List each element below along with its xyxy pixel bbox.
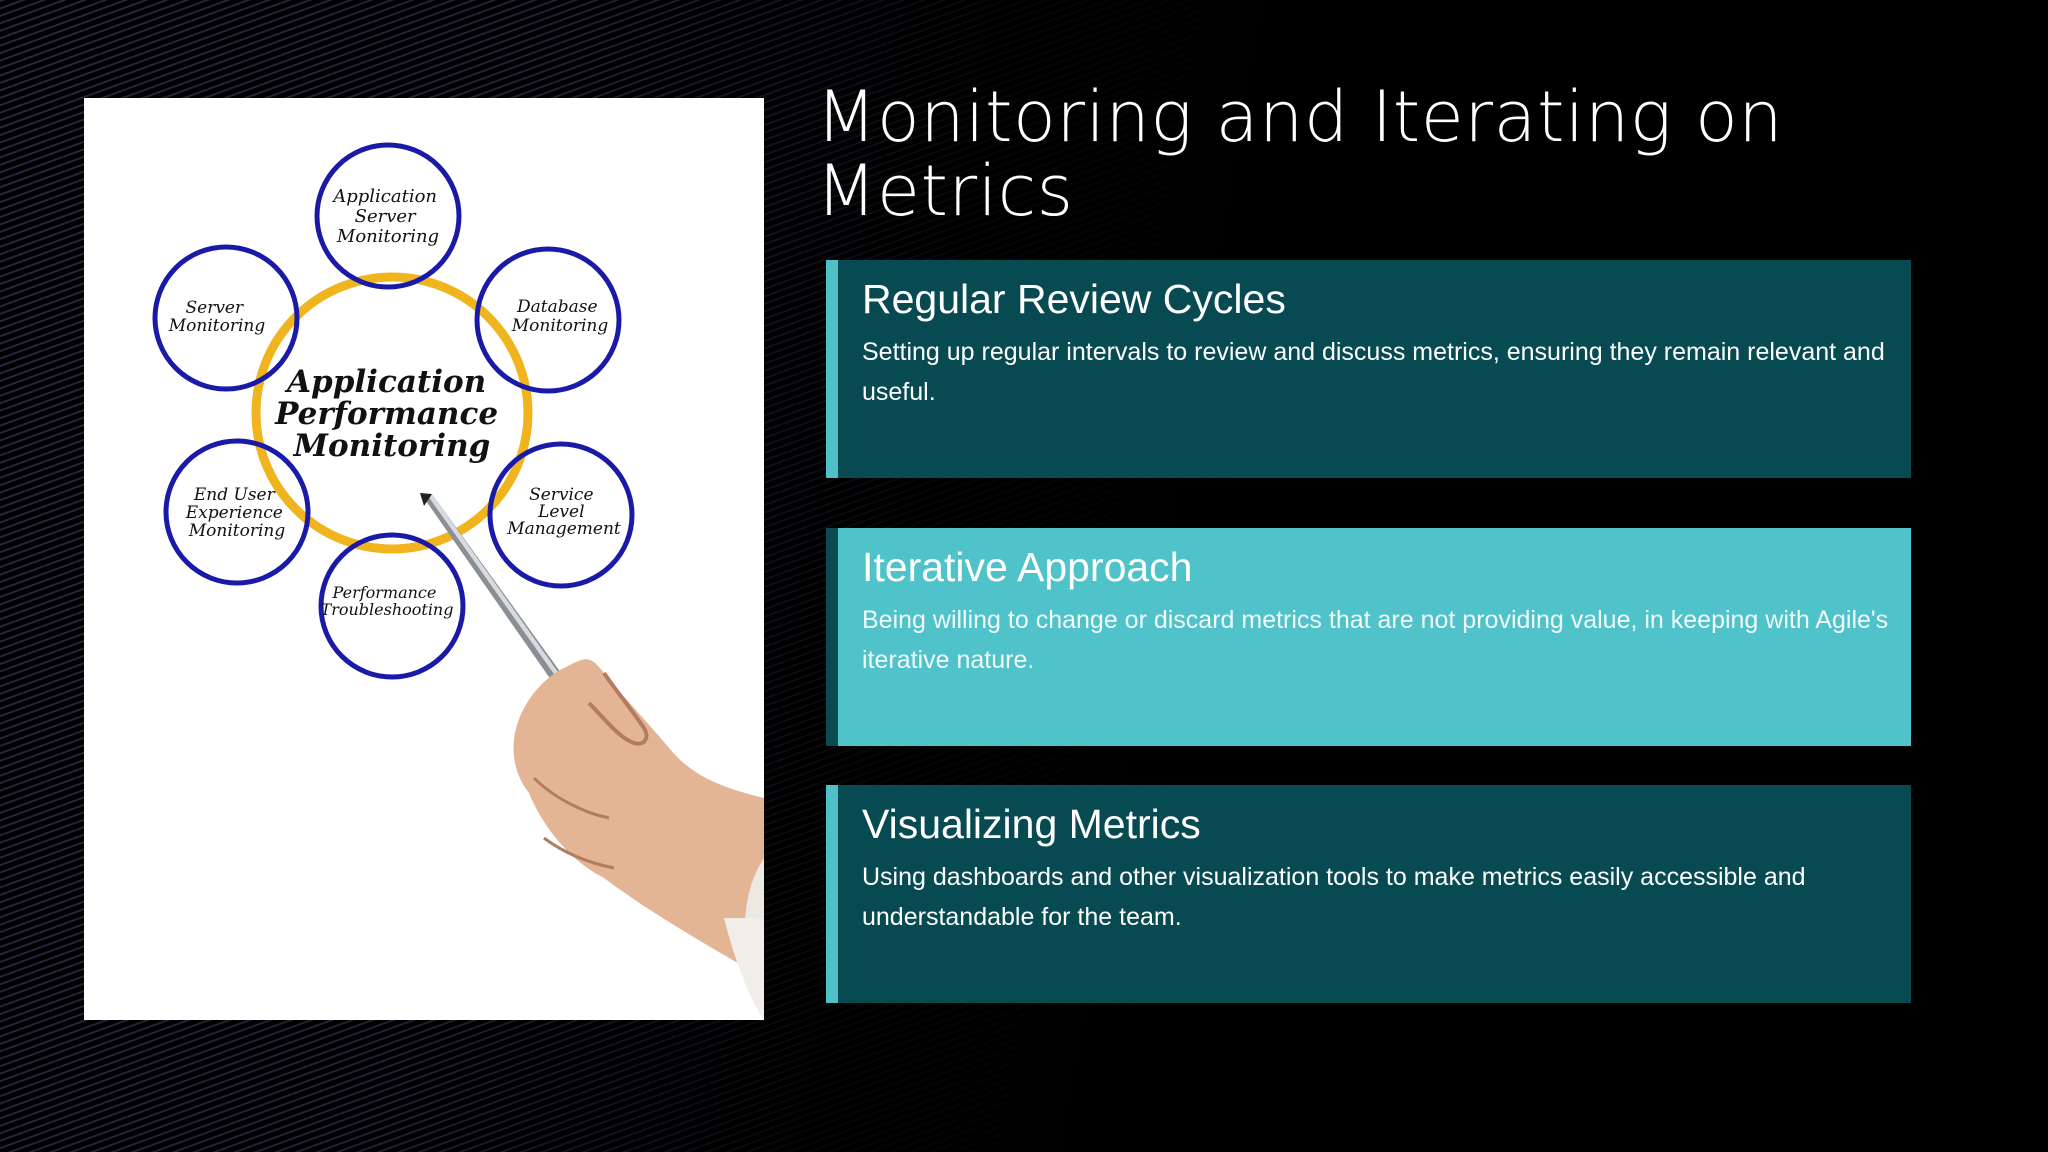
node-ring-2 (474, 246, 622, 394)
center-label: Application Performance Monitoring (274, 364, 509, 464)
node-label-2: Database Monitoring (511, 297, 609, 336)
card-visualizing-metrics: Visualizing Metrics Using dashboards and… (826, 785, 1911, 1003)
center-ring (251, 272, 533, 554)
card-body: Being willing to change or discard metri… (862, 606, 1889, 674)
node-label-3: Service Level Management (506, 485, 621, 539)
node-ring-1 (314, 142, 462, 290)
card-heading: Visualizing Metrics (862, 801, 1201, 847)
node-label-5: End User Experience Monitoring (185, 485, 289, 541)
card-body: Setting up regular intervals to review a… (862, 338, 1885, 406)
node-label-1: Application Server Monitoring (331, 186, 443, 247)
node-ring-5 (163, 438, 311, 586)
node-ring-6 (152, 244, 300, 392)
node-ring-4 (318, 532, 466, 680)
card-regular-review-cycles: Regular Review Cycles Setting up regular… (826, 260, 1911, 478)
node-label-4: Performance Troubleshooting (321, 583, 454, 619)
card-heading: Iterative Approach (862, 544, 1193, 590)
slide-title: Monitoring and Iterating on Metrics (816, 76, 1784, 232)
apm-diagram: Application Performance Monitoring Appli… (152, 142, 764, 1020)
apm-diagram-photo: Application Performance Monitoring Appli… (84, 98, 764, 1020)
hand (513, 659, 764, 1020)
node-label-6: Server Monitoring (168, 298, 266, 336)
node-ring-3 (487, 441, 635, 589)
card-iterative-approach: Iterative Approach Being willing to chan… (826, 528, 1911, 746)
card-body: Using dashboards and other visualization… (862, 863, 1806, 931)
card-heading: Regular Review Cycles (862, 276, 1286, 322)
